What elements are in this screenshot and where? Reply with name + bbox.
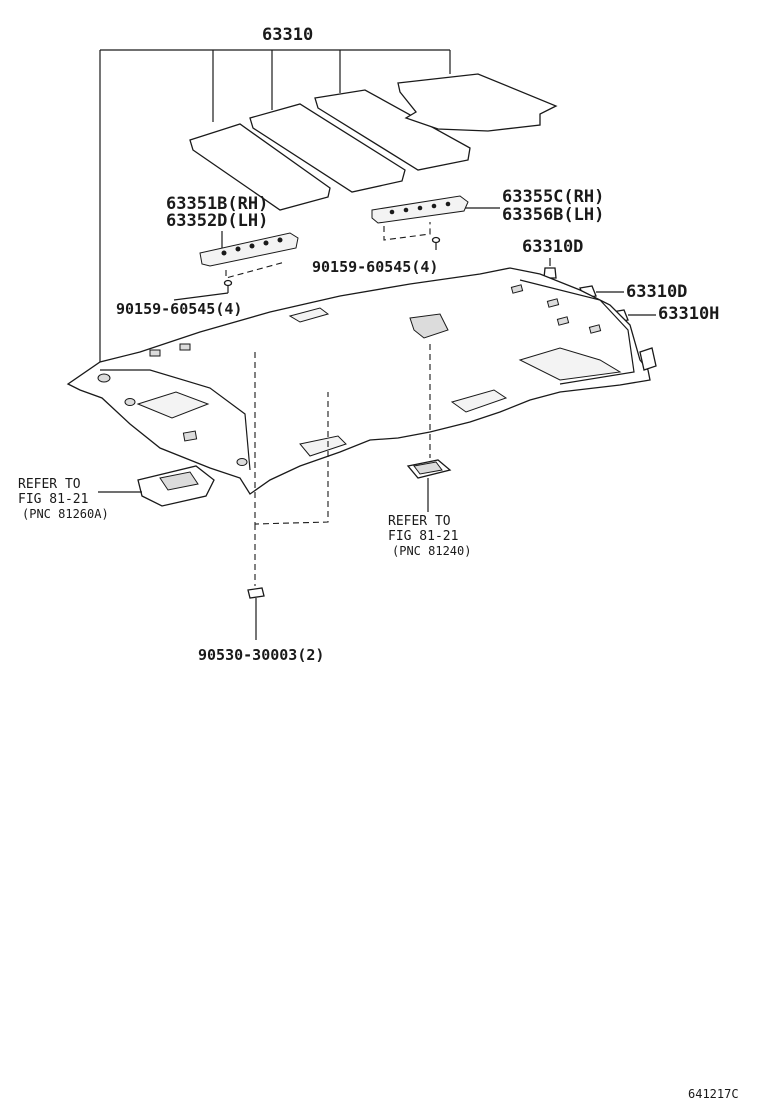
label-clip-3[interactable]: 63310H [658, 304, 719, 324]
clip-1-icon [543, 267, 557, 279]
assist-grip-right [371, 195, 469, 224]
label-63310[interactable]: 63310 [262, 25, 313, 45]
dash-screw-right [383, 222, 431, 241]
ref-right-line1: REFER TO [388, 514, 451, 529]
figure-code: 641217C [688, 1087, 739, 1101]
label-clip-bottom[interactable]: 90530-30003(2) [198, 646, 324, 664]
label-63352D[interactable]: 63352D(LH) [166, 211, 268, 231]
label-screw-left[interactable]: 90159-60545(4) [116, 300, 242, 318]
leader-63310 [99, 49, 451, 362]
ref-left-line1: REFER TO [18, 477, 81, 492]
label-clip-2[interactable]: 63310D [626, 282, 687, 302]
dash-screw-left [225, 261, 286, 279]
label-63351B[interactable]: 63351B(RH) [166, 194, 268, 214]
sunvisor-holder-left [199, 231, 299, 267]
screw-left-icon [223, 279, 233, 293]
ref-right-line2[interactable]: FIG 81-21 [388, 529, 458, 544]
silencer-pad-3 [314, 89, 471, 171]
ref-left-line3: (PNC 81260A) [22, 507, 109, 521]
silencer-pad-1 [189, 123, 331, 211]
ref-right-line3: (PNC 81240) [392, 544, 471, 558]
label-63355C[interactable]: 63355C(RH) [502, 187, 604, 207]
room-lamp-left [137, 465, 215, 507]
label-screw-right[interactable]: 90159-60545(4) [312, 258, 438, 276]
silencer-pad-4 [397, 73, 558, 132]
ref-left-line2[interactable]: FIG 81-21 [18, 492, 88, 507]
clip-bottom-icon [247, 587, 265, 599]
dash-lower-clip [254, 352, 329, 525]
screw-right-icon [431, 236, 441, 250]
silencer-pad-2 [249, 103, 406, 193]
leader-screw-left [173, 292, 229, 301]
label-63356B[interactable]: 63356B(LH) [502, 205, 604, 225]
headliner-panel [66, 267, 657, 495]
label-clip-1[interactable]: 63310D [522, 237, 583, 257]
map-lamp-right [406, 459, 452, 479]
